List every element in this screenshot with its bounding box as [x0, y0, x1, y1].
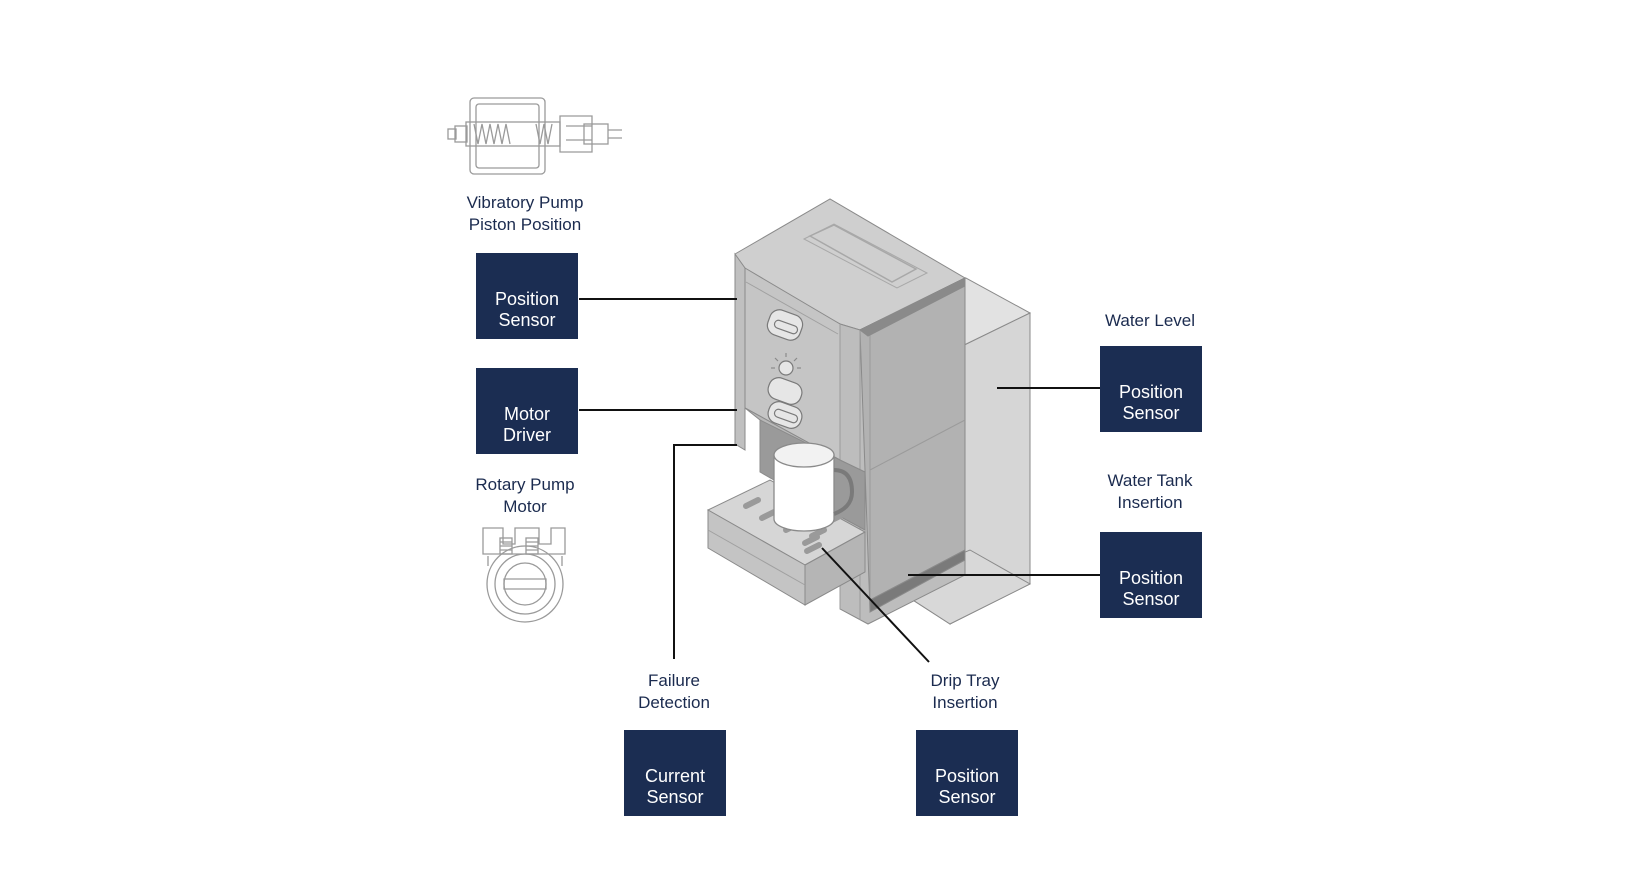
rotary-pump-caption: Rotary Pump Motor [450, 474, 600, 518]
failure-detection-caption-line-1: Failure [648, 671, 700, 690]
failure-detection-caption: Failure Detection [609, 670, 739, 714]
vibratory-pump-position-sensor-box: Position Sensor [476, 253, 578, 339]
drip-tray-caption: Drip Tray Insertion [900, 670, 1030, 714]
water-level-caption: Water Level [1080, 310, 1220, 332]
box-label-line-1: Position [1118, 568, 1184, 588]
box-label-line-2: Sensor [646, 787, 704, 807]
box-label-line-1: Current [644, 766, 706, 786]
leader-failure-detection [673, 444, 737, 659]
motor-driver-box: Motor Driver [476, 368, 578, 454]
vibratory-pump-caption-line-1: Vibratory Pump [466, 193, 584, 212]
vibratory-pump-caption-line-2: Piston Position [468, 215, 582, 234]
box-label-line-1: Position [1118, 382, 1184, 402]
water-tank-caption-line-2: Insertion [1117, 493, 1183, 512]
drip-tray-position-sensor-box: Position Sensor [916, 730, 1018, 816]
water-tank-position-sensor-box: Position Sensor [1100, 532, 1202, 618]
drip-tray-caption-line-1: Drip Tray [930, 671, 1000, 690]
box-label-line-2: Driver [503, 425, 551, 445]
water-level-caption-line-1: Water Level [1104, 311, 1196, 330]
box-label-line-2: Sensor [498, 310, 556, 330]
leader-lines [579, 298, 1100, 663]
rotary-pump-caption-line-1: Rotary Pump [475, 475, 575, 494]
box-label-line-2: Sensor [938, 787, 996, 807]
box-label-line-2: Sensor [1122, 403, 1180, 423]
rotary-pump-icon [482, 527, 566, 623]
box-label-line-1: Position [934, 766, 1000, 786]
water-level-position-sensor-box: Position Sensor [1100, 346, 1202, 432]
rotary-pump-caption-line-2: Motor [503, 497, 547, 516]
box-label-line-2: Sensor [1122, 589, 1180, 609]
failure-detection-caption-line-2: Detection [638, 693, 710, 712]
water-tank-caption-line-1: Water Tank [1107, 471, 1193, 490]
leader-drip-tray [821, 547, 930, 663]
vibratory-pump-icon [447, 97, 622, 175]
drip-tray-caption-line-2: Insertion [932, 693, 998, 712]
coffee-machine-illustration [706, 198, 1032, 625]
water-tank-caption: Water Tank Insertion [1080, 470, 1220, 514]
current-sensor-box: Current Sensor [624, 730, 726, 816]
box-label-line-1: Position [494, 289, 560, 309]
box-label-line-1: Motor [503, 404, 550, 424]
vibratory-pump-caption: Vibratory Pump Piston Position [445, 192, 605, 236]
